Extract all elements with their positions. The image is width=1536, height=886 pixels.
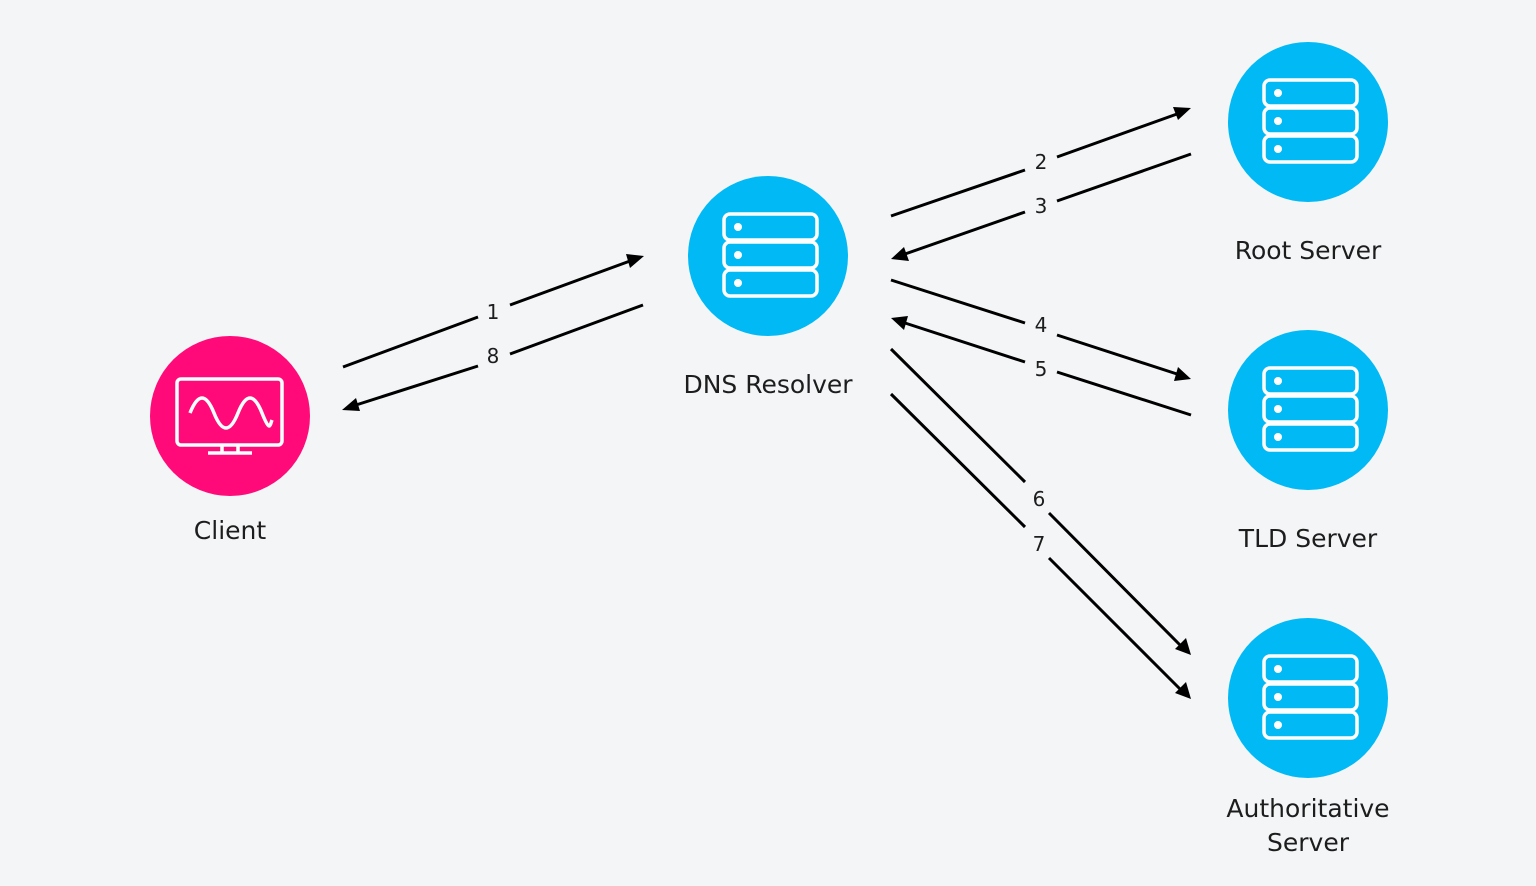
server-stack-icon (722, 212, 819, 298)
step-label-3: 3 (1035, 194, 1048, 218)
dns-resolver-circle (688, 176, 848, 336)
arrow-step-4 (890, 278, 1191, 381)
arrow-step-8 (342, 303, 644, 411)
step-label-1: 1 (487, 300, 500, 324)
root-server-label: Root Server (1235, 236, 1382, 265)
root-server-node: Root Server (1228, 42, 1388, 265)
client-label: Client (194, 516, 267, 545)
dns-resolver-label: DNS Resolver (683, 370, 853, 399)
authoritative-server-label-line2: Server (1267, 828, 1350, 857)
step-label-2: 2 (1035, 150, 1048, 174)
tld-server-circle (1228, 330, 1388, 490)
dns-resolver-node: DNS Resolver (683, 176, 853, 399)
step-label-4: 4 (1035, 313, 1048, 337)
arrow-step-3 (891, 152, 1192, 261)
server-stack-icon (1262, 366, 1359, 452)
server-stack-icon (1262, 654, 1359, 740)
arrow-step-5 (891, 316, 1192, 417)
tld-server-label: TLD Server (1238, 524, 1378, 553)
arrow-step-1 (342, 254, 644, 369)
step-label-8: 8 (487, 344, 500, 368)
root-server-circle (1228, 42, 1388, 202)
step-label-5: 5 (1035, 357, 1048, 381)
tld-server-node: TLD Server (1228, 330, 1388, 553)
arrow-step-2 (890, 107, 1191, 218)
step-label-6: 6 (1033, 487, 1046, 511)
authoritative-server-circle (1228, 618, 1388, 778)
authoritative-server-node: Authoritative Server (1226, 618, 1390, 857)
step-label-7: 7 (1033, 532, 1046, 556)
arrow-step-7 (889, 392, 1191, 699)
arrow-step-6 (889, 347, 1191, 655)
monitor-icon (175, 377, 284, 455)
server-stack-icon (1262, 78, 1359, 164)
client-node: Client (150, 336, 310, 545)
authoritative-server-label-line1: Authoritative (1226, 794, 1389, 823)
client-circle (150, 336, 310, 496)
